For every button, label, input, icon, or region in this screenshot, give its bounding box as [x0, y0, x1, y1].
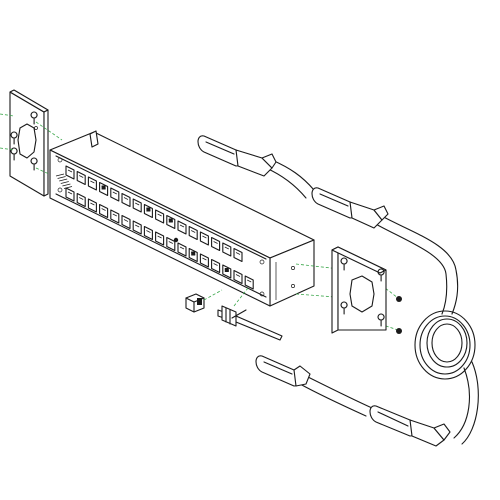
port-latch [146, 230, 151, 233]
port-latch [112, 191, 117, 195]
alignment-guides-left [0, 113, 63, 181]
port-latch [67, 191, 73, 195]
port-latch [67, 169, 73, 173]
port-opening [87, 176, 97, 191]
cable-tie [217, 305, 283, 341]
port-opening [177, 242, 187, 257]
port-opening [166, 236, 176, 252]
port-opening [76, 170, 86, 186]
port-opening [65, 165, 75, 180]
port-opening [233, 269, 243, 285]
keystone-blank [185, 293, 205, 313]
tie-guide [233, 287, 249, 307]
port-opening [199, 231, 209, 246]
port-opening [155, 209, 165, 224]
port-latch [101, 208, 106, 211]
port-latch [235, 252, 241, 255]
port-opening [132, 220, 142, 235]
cable-connector-2 [311, 187, 389, 229]
port-opening [121, 214, 131, 230]
port-latch [112, 213, 117, 217]
port-latch [135, 202, 140, 206]
trunk-cable-assembly [197, 135, 479, 447]
port-latch [90, 180, 95, 184]
vent-slot [63, 186, 73, 189]
port-latch [157, 235, 162, 239]
port-opening [177, 220, 187, 235]
port-opening [222, 242, 232, 257]
port-opening [143, 225, 153, 241]
port-opening [110, 187, 120, 202]
port-opening [199, 253, 209, 268]
port-latch [191, 230, 196, 233]
cable-connector-4 [369, 405, 451, 447]
right-mounting-bracket [331, 246, 387, 334]
port-opening [132, 198, 142, 213]
vent-slot [60, 181, 69, 184]
cable-connector-3 [255, 355, 311, 387]
port-latch [90, 202, 95, 206]
patch-panel-chassis [49, 130, 315, 307]
port-latch [224, 246, 229, 250]
port-opening [244, 275, 254, 290]
port-opening [76, 192, 86, 208]
port-indicator [101, 185, 106, 190]
center-marker [173, 237, 179, 243]
cable-connector-1 [197, 135, 277, 177]
port-opening [155, 231, 165, 246]
port-opening [233, 247, 243, 263]
port-latch [123, 197, 129, 200]
port-latch [79, 175, 84, 178]
port-latch [179, 224, 185, 228]
port-latch [179, 246, 185, 250]
port-indicator [168, 218, 173, 223]
port-latch [157, 213, 162, 217]
port-latch [213, 241, 218, 244]
port-opening [99, 203, 109, 219]
port-indicator [191, 251, 196, 256]
port-latch [247, 279, 252, 283]
vent-slot [62, 183, 71, 187]
port-opening [87, 198, 97, 213]
port-latch [123, 219, 129, 222]
port-latch [202, 235, 207, 239]
port-latch [168, 241, 173, 244]
port-opening [110, 209, 120, 224]
port-latch [235, 274, 241, 277]
port-indicator [146, 207, 151, 212]
blank-guide [203, 289, 223, 301]
port-opening [121, 192, 131, 208]
port-latch [202, 257, 207, 261]
port-latch [135, 224, 140, 228]
port-opening [211, 236, 221, 252]
vent-slot [59, 178, 68, 182]
vent-slot [55, 173, 65, 177]
left-mounting-bracket [9, 89, 49, 197]
vent-slot [57, 176, 66, 179]
port-opening [65, 187, 75, 202]
port-latch [79, 197, 84, 200]
port-opening [211, 258, 221, 274]
port-opening [188, 225, 198, 241]
mounting-screws [396, 296, 402, 334]
port-indicator [224, 268, 229, 272]
port-latch [213, 263, 218, 266]
